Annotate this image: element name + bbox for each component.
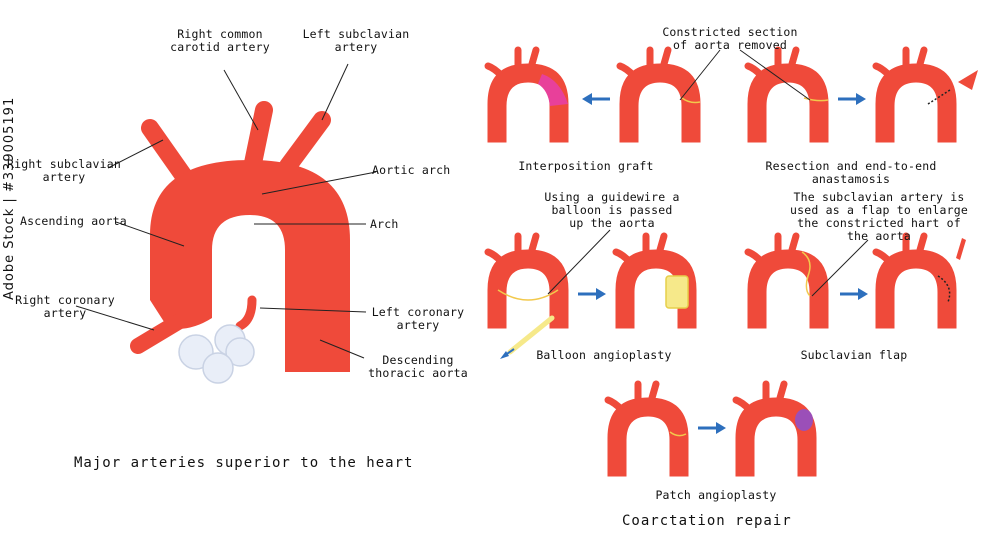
right-coronary-branch	[130, 314, 186, 354]
label-guidewire-note: Using a guidewire a balloon is passed up…	[544, 190, 680, 230]
anastamosis-figure	[876, 50, 956, 142]
left-coronary-branch	[235, 295, 257, 331]
label-patch-angioplasty: Patch angioplasty	[655, 488, 777, 502]
watermark-prefix: Adobe Stock | #	[2, 180, 17, 300]
balloon	[665, 275, 689, 309]
watermark-number: 339005191	[2, 96, 17, 181]
right-subclavian-branch	[141, 119, 197, 191]
label-descending: Descending thoracic aorta	[368, 353, 468, 380]
label-arch: Arch	[370, 217, 399, 231]
patch	[795, 409, 813, 431]
arrow-right-3	[840, 288, 868, 300]
arrow-right-4	[698, 422, 726, 434]
balloon-inflated-figure	[616, 236, 696, 328]
aortic-arch-body	[150, 160, 350, 372]
label-ascending-aorta: Ascending aorta	[20, 214, 127, 228]
label-right-subclavian: Right subclavian artery	[7, 157, 121, 184]
patch-figure-2	[736, 384, 816, 476]
label-right-coronary: Right coronary artery	[15, 293, 115, 320]
interposition-graft-figure	[488, 50, 568, 142]
label-right-common-carotid: Right common carotid artery	[170, 27, 270, 54]
label-balloon-angioplasty: Balloon angioplasty	[536, 348, 672, 362]
watermark-id: Adobe Stock | #339005191	[2, 97, 17, 300]
arrow-right-1	[838, 93, 866, 105]
label-left-subclavian: Left subclavian artery	[302, 27, 410, 54]
heart-valve	[178, 324, 255, 384]
balloon-guidewire-figure	[488, 236, 568, 328]
label-subclavian-note: The subclavian artery is used as a flap …	[789, 190, 969, 243]
label-constricted-note: Constricted section of aorta removed	[662, 25, 798, 52]
arrow-left-1	[582, 93, 610, 105]
subclavian-figure-1	[748, 236, 828, 328]
constricted-aorta-figure-2	[748, 50, 828, 142]
subclavian-figure-2	[876, 236, 956, 328]
repair-leaders-1	[679, 49, 811, 101]
constricted-aorta-figure-1	[620, 50, 700, 142]
main-title: Major arteries superior to the heart	[74, 455, 414, 471]
left-subclavian-branch	[279, 111, 331, 175]
label-left-coronary: Left coronary artery	[371, 305, 465, 332]
label-interposition-graft: Interposition graft	[518, 159, 654, 173]
label-resection: Resection and end-to-end anastamosis	[765, 159, 937, 186]
catheter	[507, 315, 555, 355]
right-common-carotid-branch	[243, 101, 273, 177]
main-aorta	[130, 101, 350, 384]
label-subclavian-flap: Subclavian flap	[800, 348, 908, 362]
repair-title: Coarctation repair	[622, 513, 792, 529]
removed-piece	[958, 70, 978, 90]
patch-figure-1	[608, 384, 688, 476]
label-aortic-arch: Aortic arch	[372, 163, 451, 177]
main-leaders	[75, 63, 377, 359]
repair-leaders-2	[547, 229, 869, 297]
graft-segment	[538, 74, 568, 106]
arrow-catheter	[500, 348, 515, 359]
arrow-right-2	[578, 288, 606, 300]
flap-piece	[956, 238, 966, 260]
